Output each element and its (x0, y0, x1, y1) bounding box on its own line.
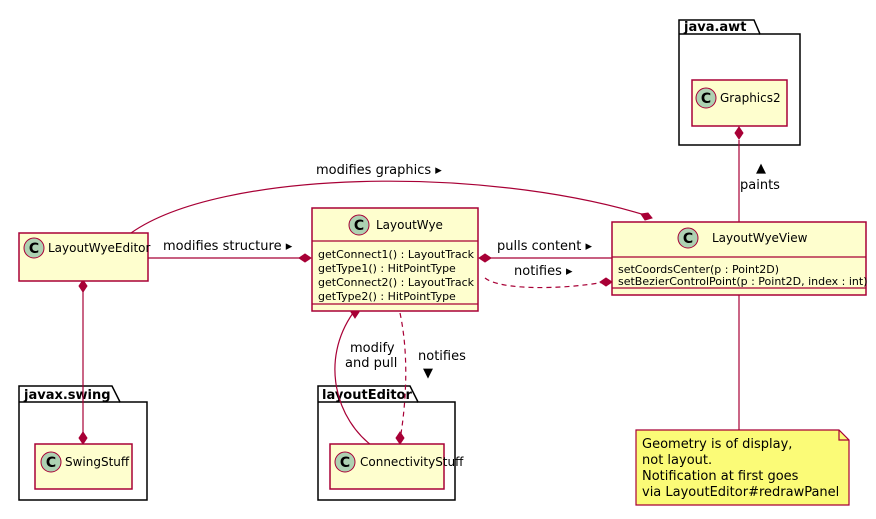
class-stereotype-icon (40, 451, 62, 473)
class-connectivity-stuff[interactable]: C ConnectivityStuff (329, 443, 464, 490)
package-label: javax.swing (23, 388, 111, 403)
class-member: getConnect2() : LayoutTrack (318, 276, 475, 289)
class-member: getType1() : HitPointType (318, 262, 456, 275)
label-pulls-content: pulls content ▸ (497, 239, 593, 254)
class-member: setCoordsCenter(p : Point2D) (618, 263, 779, 276)
label-notifies-down-arrow: ▼ (423, 366, 433, 381)
class-name: LayoutWyeView (712, 231, 808, 245)
class-layout-wye[interactable]: C LayoutWye getConnect1() : LayoutTrack … (311, 207, 479, 312)
class-stereotype-icon (23, 237, 45, 259)
class-member: getType2() : HitPointType (318, 290, 456, 303)
diamond-wye-right (478, 253, 492, 263)
class-layout-wye-editor[interactable]: C LayoutWyeEditor (18, 232, 151, 282)
label-modifies-structure: modifies structure ▸ (163, 239, 293, 254)
diamond-editor-bottom (78, 279, 88, 293)
stereotype-letter: C (340, 455, 350, 471)
class-name: SwingStuff (65, 455, 130, 469)
class-stereotype-icon (334, 451, 356, 473)
connectors (82, 140, 740, 449)
edge-modify-and-pull (334, 312, 376, 449)
package-label: layoutEditor (322, 388, 412, 403)
diamond-wye-left (298, 253, 312, 263)
class-member: getConnect1() : LayoutTrack (318, 248, 475, 261)
note-line: Notification at first goes (642, 469, 799, 484)
class-name: LayoutWye (376, 218, 443, 232)
label-notifies-down: notifies (418, 349, 466, 364)
class-stereotype-icon (348, 214, 370, 236)
class-member: setBezierControlPoint(p : Point2D, index… (618, 275, 868, 288)
diamond-view-notifies (599, 277, 613, 287)
note-line: via LayoutEditor#redrawPanel (642, 485, 839, 500)
class-name: ConnectivityStuff (360, 455, 464, 469)
label-paints: paints (740, 178, 780, 193)
class-name: Graphics2 (720, 91, 781, 105)
package-label: java.awt (683, 20, 746, 35)
diamond-graphics2 (734, 126, 744, 140)
class-name: LayoutWyeEditor (48, 241, 151, 255)
class-swing-stuff[interactable]: C SwingStuff (34, 443, 133, 490)
edge-notifies-right (484, 277, 606, 289)
label-and-pull: and pull (345, 356, 397, 371)
label-modifies-graphics: modifies graphics ▸ (316, 163, 442, 178)
stereotype-letter: C (46, 455, 56, 471)
class-stereotype-icon (677, 227, 699, 249)
label-modify: modify (350, 341, 395, 356)
class-graphics2[interactable]: C Graphics2 (691, 79, 788, 127)
stereotype-letter: C (354, 218, 364, 234)
stereotype-letter: C (683, 231, 693, 247)
label-notifies-right: notifies ▸ (514, 264, 573, 279)
note-line: Geometry is of display, (642, 437, 792, 452)
note-line: not layout. (642, 453, 712, 468)
label-paints-arrow: ▲ (756, 161, 766, 176)
class-layout-wye-view[interactable]: C LayoutWyeView setCoordsCenter(p : Poin… (611, 221, 868, 296)
diamond-view-top (640, 212, 653, 221)
edge-labels: modifies graphics ▸ ▲ paints modifies st… (163, 161, 780, 381)
note: Geometry is of display, not layout. Noti… (635, 429, 850, 506)
edge-modifies-graphics (130, 180, 646, 234)
class-stereotype-icon (695, 87, 717, 109)
stereotype-letter: C (701, 91, 711, 107)
stereotype-letter: C (29, 241, 39, 257)
